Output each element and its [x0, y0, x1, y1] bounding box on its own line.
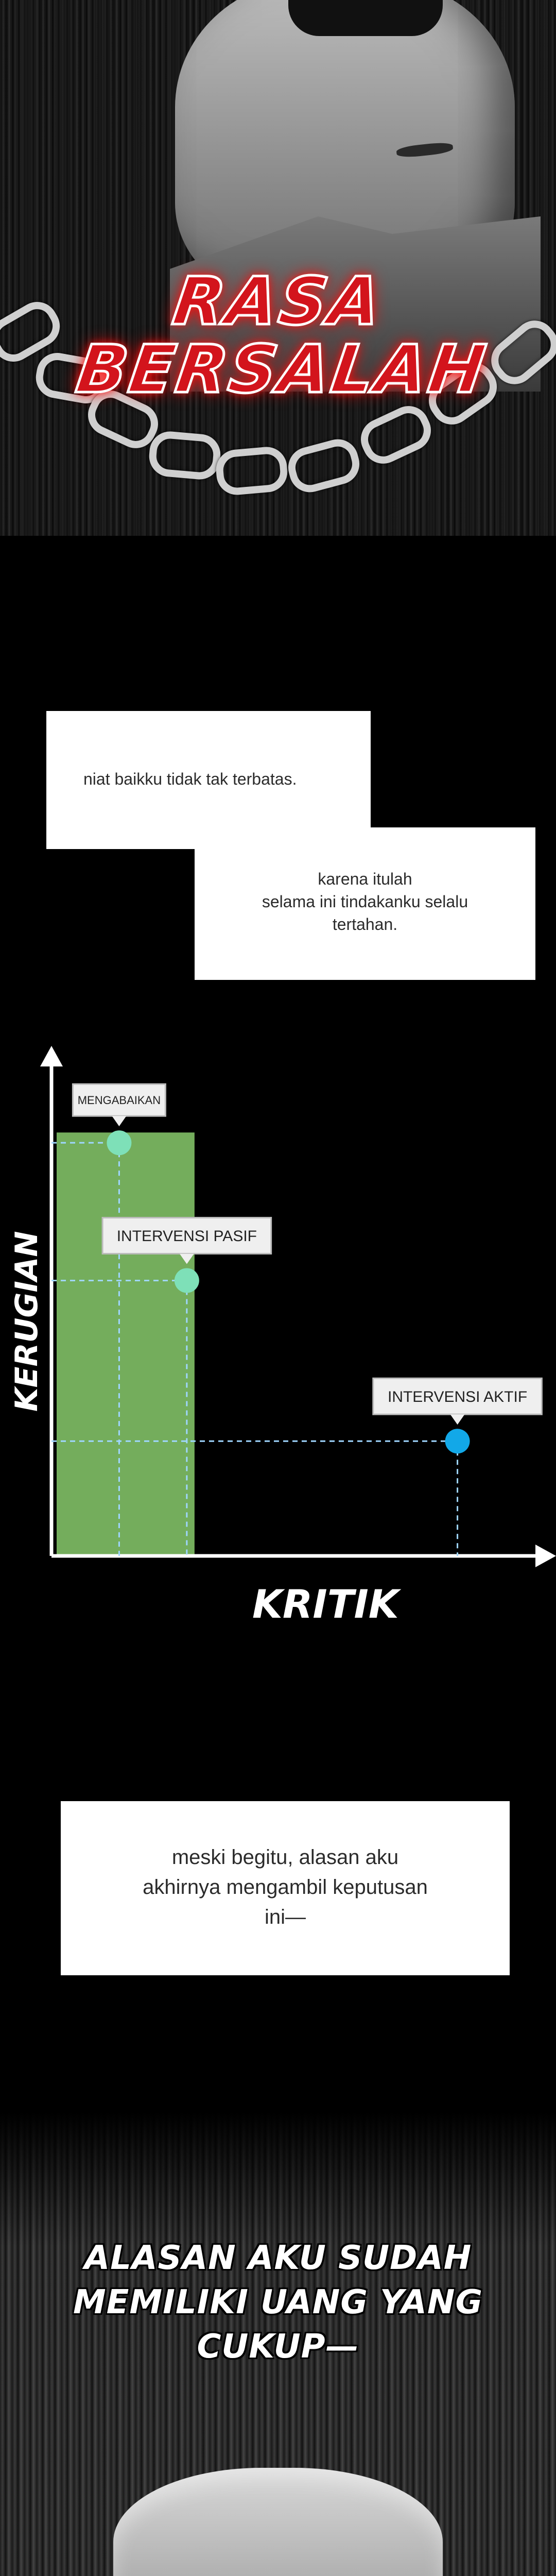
caption-text: niat baikku tidak tak terbatas. [83, 770, 297, 788]
point-tag-pointer [112, 1116, 127, 1127]
closing-text: ALASAN AKU SUDAH MEMILIKI UANG YANG CUKU… [73, 2239, 483, 2366]
point-label: MENGABAIKAN [78, 1094, 161, 1107]
y-axis-arrow [40, 1046, 63, 1066]
point-tag-pointer [450, 1414, 465, 1425]
chart-plot-area: KRITIK KERUGIAN MENGABAIKAN INTERVENSI PASI… [8, 1046, 556, 1628]
title-block: RASA BERSALAH [71, 262, 493, 410]
data-point [107, 1130, 132, 1156]
x-axis-arrow [535, 1545, 556, 1567]
caption-box: karena itulah selama ini tindakanku sela… [195, 827, 535, 980]
point-label: INTERVENSI PASIF [117, 1228, 257, 1245]
bottom-fade [0, 2112, 556, 2246]
title-line-1: RASA [167, 262, 389, 342]
top-panel: RASA BERSALAH [0, 0, 556, 536]
point-tag [101, 1216, 272, 1255]
caption-box: niat baikku tidak tak terbatas. [46, 711, 371, 849]
point-tag-pointer [179, 1253, 194, 1264]
x-axis-label: KRITIK [252, 1581, 402, 1627]
bottom-panel [0, 2112, 556, 2576]
data-point [445, 1429, 470, 1454]
chain-link [214, 445, 289, 497]
chart: KRITIK KERUGIAN MENGABAIKAN INTERVENSI PASI… [8, 1046, 556, 1628]
data-point [174, 1268, 199, 1293]
caption-text: karena itulah selama ini tindakanku sela… [262, 870, 468, 934]
caption-text: meski begitu, alasan aku akhirnya mengam… [143, 1846, 428, 1928]
y-axis-label: KERUGIAN [9, 1231, 45, 1412]
highlight-region [57, 1132, 195, 1556]
point-tag [372, 1377, 543, 1415]
point-label: INTERVENSI AKTIF [388, 1388, 527, 1405]
caption-box: meski begitu, alasan aku akhirnya mengam… [61, 1801, 510, 1975]
character-glasses [288, 0, 443, 36]
character-head [113, 2468, 443, 2576]
chain-link [147, 430, 222, 481]
title-line-2: BERSALAH [71, 330, 493, 410]
